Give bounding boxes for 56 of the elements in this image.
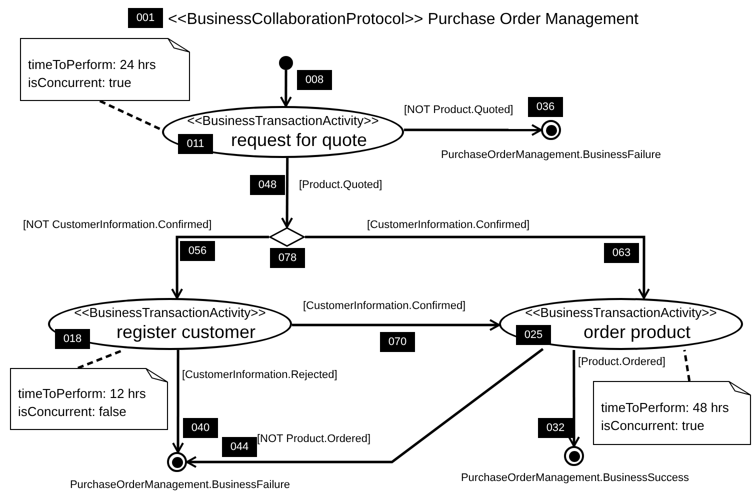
activity-name: order product — [582, 320, 691, 344]
note-box — [10, 368, 168, 430]
note-text: timeToPerform: 12 hrs — [18, 385, 147, 403]
callout-number: 056 — [180, 241, 215, 261]
final-state — [167, 452, 187, 472]
initial-state — [279, 56, 293, 70]
transition-arrow — [171, 236, 269, 299]
transition-arrow — [292, 319, 500, 332]
transition-arrow — [568, 350, 580, 447]
callout-number: 011 — [178, 134, 213, 154]
callout-number: 040 — [183, 418, 218, 438]
note-box — [20, 38, 190, 101]
note-connector — [683, 350, 691, 382]
diagram-title: <<BusinessCollaborationProtocol>> Purchase Order Management — [168, 10, 638, 30]
note-text: timeToPerform: 48 hrs — [601, 399, 730, 417]
transition-arrow — [172, 350, 184, 453]
transition-arrow — [404, 124, 542, 136]
final-state — [564, 446, 584, 466]
note-text: isConcurrent: true — [601, 417, 706, 435]
stereotype-text: <<BusinessTransactionActivity>> — [525, 304, 717, 321]
guard-label: [CustomerInformation.Rejected] — [181, 369, 338, 383]
callout-number: 008 — [297, 70, 332, 90]
note-text: isConcurrent: false — [18, 403, 128, 421]
guard-label: [Product.Quoted] — [298, 179, 384, 193]
note-box — [593, 381, 751, 445]
note-text: isConcurrent: true — [28, 74, 132, 92]
state-label: PurchaseOrderManagement.BusinessFailure — [68, 478, 292, 493]
callout-number: 036 — [528, 97, 563, 117]
callout-number: 032 — [538, 418, 573, 438]
callout-number: 018 — [55, 329, 90, 349]
stereotype-text: <<BusinessTransactionActivity>> — [74, 304, 266, 321]
stereotype-text: <<BusinessTransactionActivity>> — [187, 112, 379, 129]
transition-arrow — [280, 70, 292, 107]
note-connector — [99, 100, 163, 132]
final-state — [541, 120, 561, 140]
activity-name: register customer — [115, 320, 256, 344]
callout-number: 025 — [516, 325, 551, 345]
guard-label: [NOT CustomerInformation.Confirmed] — [22, 219, 213, 233]
transition-arrow — [305, 236, 650, 299]
guard-label: [NOT Product.Ordered] — [256, 433, 372, 447]
guard-label: [CustomerInformation.Confirmed] — [302, 300, 467, 314]
callout-number: 001 — [128, 8, 163, 28]
note-text: timeToPerform: 24 hrs — [28, 56, 157, 74]
state-label: PurchaseOrderManagement.BusinessFailure — [440, 148, 662, 163]
guard-label: [NOT Product.Quoted] — [403, 104, 514, 118]
transition-arrow — [281, 158, 294, 228]
callout-number: 063 — [604, 243, 639, 263]
guard-label: [CustomerInformation.Confirmed] — [366, 219, 531, 233]
callout-number: 078 — [270, 248, 305, 268]
transition-arrow — [186, 348, 544, 468]
callout-number: 044 — [222, 437, 257, 457]
callout-number: 048 — [250, 175, 285, 195]
callout-number: 070 — [380, 332, 415, 352]
state-label: PurchaseOrderManagement.BusinessSuccess — [460, 471, 690, 486]
decision-diamond — [269, 227, 305, 247]
guard-label: [Product.Ordered] — [577, 356, 666, 370]
